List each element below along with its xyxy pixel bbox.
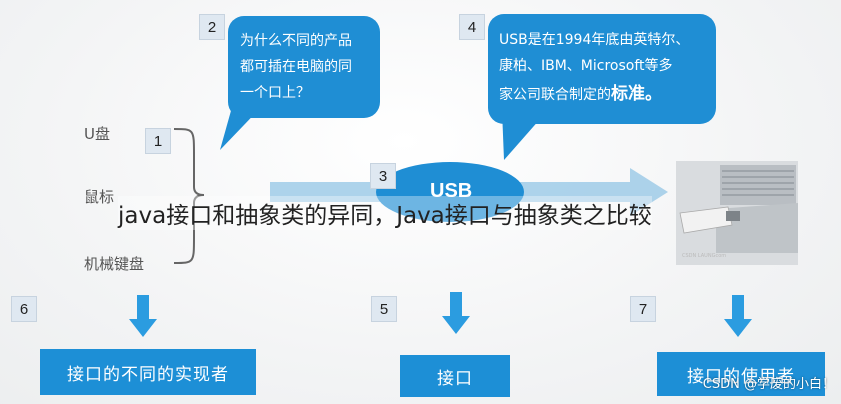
marker-3: 3	[370, 163, 396, 189]
marker-6: 6	[11, 296, 37, 322]
laptop-usb-photo	[676, 161, 798, 265]
box-interface: 接口	[400, 355, 510, 397]
down-arrow-implementers	[129, 295, 157, 337]
device-u-disk: U盘	[84, 125, 110, 143]
down-arrow-interface	[442, 292, 470, 334]
marker-2: 2	[199, 14, 225, 40]
laptop-caption: CSDN LAUNGcom	[682, 253, 727, 259]
bubble-question: 为什么不同的产品 都可插在电脑的同 一个口上？	[228, 16, 380, 118]
device-keyboard: 机械键盘	[84, 255, 145, 273]
bubble-question-text: 为什么不同的产品 都可插在电脑的同 一个口上？	[240, 33, 352, 101]
marker-7: 7	[630, 296, 656, 322]
box-users: 接口的使用者	[657, 352, 825, 396]
overlay-title: java接口和抽象类的异同，Java接口与抽象类之比较	[118, 196, 652, 230]
marker-4: 4	[459, 14, 485, 40]
bubble-usb-text: USB是在1994年底由英特尔、 康柏、IBM、Microsoft等多 家公司联…	[499, 32, 690, 103]
down-arrow-users	[724, 295, 752, 337]
marker-1: 1	[145, 128, 171, 154]
marker-5: 5	[371, 296, 397, 322]
bubble-usb: USB是在1994年底由英特尔、 康柏、IBM、Microsoft等多 家公司联…	[488, 14, 716, 124]
usb-label: USB	[430, 180, 473, 202]
usb-arrow-graphic	[270, 162, 668, 222]
device-mouse: 鼠标	[84, 188, 115, 206]
box-implementers: 接口的不同的实现者	[40, 349, 256, 395]
bubble-usb-emphasis: 标准。	[611, 84, 662, 104]
device-bracket	[173, 128, 205, 264]
csdn-watermark: CSDN @学废的小白！	[702, 377, 835, 392]
